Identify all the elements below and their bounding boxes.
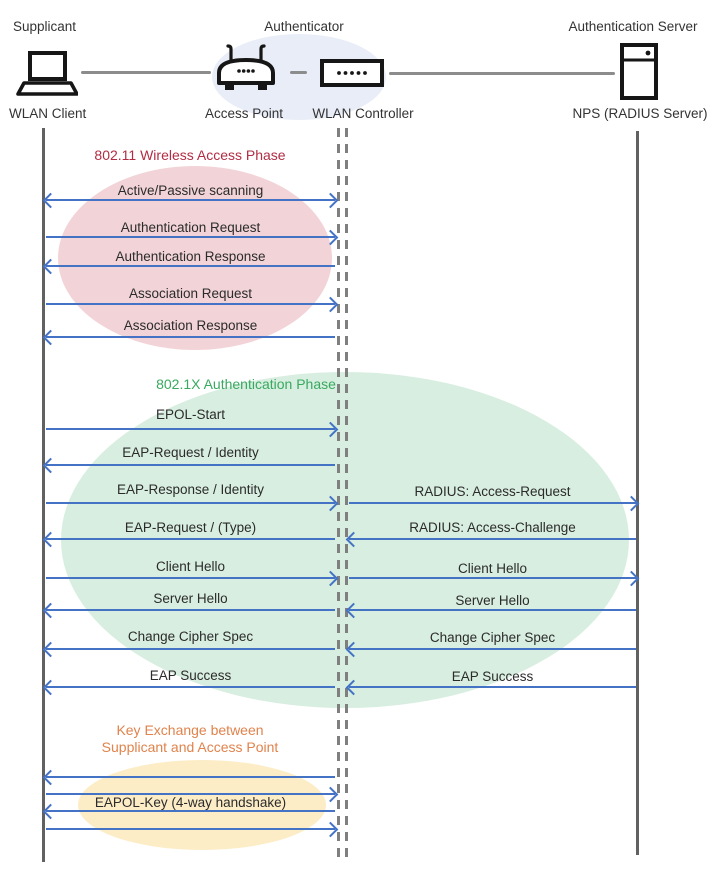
phase3-title-line2: Supplicant and Access Point [101, 739, 279, 755]
lifeline-wlan-client [42, 128, 45, 862]
role-label-authenticator: Authenticator [264, 19, 344, 34]
message-label: Change Cipher Spec [127, 629, 254, 644]
message-label: EPOL-Start [155, 407, 226, 422]
message-label: EAP Success [451, 669, 534, 684]
message-arrow-right [349, 570, 640, 587]
message-arrow-right [46, 821, 339, 838]
message-label: Client Hello [457, 561, 528, 576]
message-label: EAPOL-Key (4-way handshake) [94, 795, 287, 810]
phase3-title: Key Exchange between Supplicant and Acce… [60, 722, 320, 756]
message-arrow-left [42, 803, 335, 820]
message-label: Authentication Request [120, 220, 261, 235]
message-arrow-left [42, 457, 335, 474]
message-arrow-right [46, 229, 339, 246]
phase2-title: 802.1X Authentication Phase [156, 376, 336, 392]
message-label: Server Hello [455, 593, 530, 608]
message-arrow-left [42, 531, 335, 548]
phase3-ellipse [78, 760, 326, 850]
message-arrow-left [42, 258, 335, 275]
message-label: EAP Success [149, 668, 232, 683]
message-arrow-right [349, 495, 640, 512]
message-label: Server Hello [153, 591, 228, 606]
message-label: Authentication Response [115, 249, 266, 264]
message-arrow-left [42, 679, 335, 696]
device-label-access-point: Access Point [204, 106, 284, 121]
message-label: RADIUS: Access-Request [414, 484, 571, 499]
message-arrow-left [345, 641, 636, 658]
message-arrow-left [42, 602, 335, 619]
message-label: Association Response [123, 318, 258, 333]
phase1-ellipse [58, 166, 332, 350]
message-arrow-right [46, 570, 339, 587]
role-label-supplicant: Supplicant [13, 19, 77, 34]
message-arrow-left [345, 531, 636, 548]
arrowhead-right-icon [322, 421, 339, 438]
message-arrow-right [46, 495, 339, 512]
message-arrow-right [46, 786, 339, 803]
server-icon [619, 43, 659, 106]
message-label: Change Cipher Spec [429, 630, 556, 645]
arrowhead-right-icon [322, 495, 339, 512]
message-label: EAP-Request / (Type) [124, 520, 257, 535]
wlan-controller-icon [320, 59, 384, 92]
device-label-wlan-controller: WLAN Controller [312, 106, 414, 121]
laptop-icon [16, 50, 79, 103]
connector-controller-server [389, 72, 615, 75]
message-arrow-left [42, 769, 335, 786]
phase3-title-line1: Key Exchange between [116, 722, 264, 738]
connector-client-ap [81, 71, 211, 74]
message-arrow-left [345, 602, 636, 619]
phase1-title: 802.11 Wireless Access Phase [94, 147, 286, 163]
message-label: Active/Passive scanning [117, 183, 264, 198]
lifeline-radius-server [636, 131, 639, 855]
message-arrow-right [46, 421, 339, 438]
lifeline-wlan-controller-dashed-2 [345, 128, 348, 858]
arrowhead-left-icon [42, 769, 59, 786]
message-label: Client Hello [155, 559, 226, 574]
message-arrow-both [42, 192, 339, 209]
lifeline-wlan-controller-dashed-1 [337, 128, 340, 858]
message-arrow-right [46, 296, 339, 313]
message-label: Association Request [128, 286, 253, 301]
message-arrow-left [42, 329, 335, 346]
role-label-authentication-server: Authentication Server [568, 19, 698, 34]
message-arrow-left [345, 679, 636, 696]
message-arrow-left [42, 641, 335, 658]
arrowhead-right-icon [322, 821, 339, 838]
message-label: EAP-Response / Identity [116, 482, 265, 497]
access-point-icon [213, 42, 279, 103]
message-label: EAP-Request / Identity [122, 445, 259, 460]
connector-ap-controller [290, 71, 307, 74]
device-label-nps: NPS (RADIUS Server) [572, 106, 708, 121]
message-label: RADIUS: Access-Challenge [409, 520, 576, 535]
device-label-wlan-client: WLAN Client [9, 106, 87, 121]
